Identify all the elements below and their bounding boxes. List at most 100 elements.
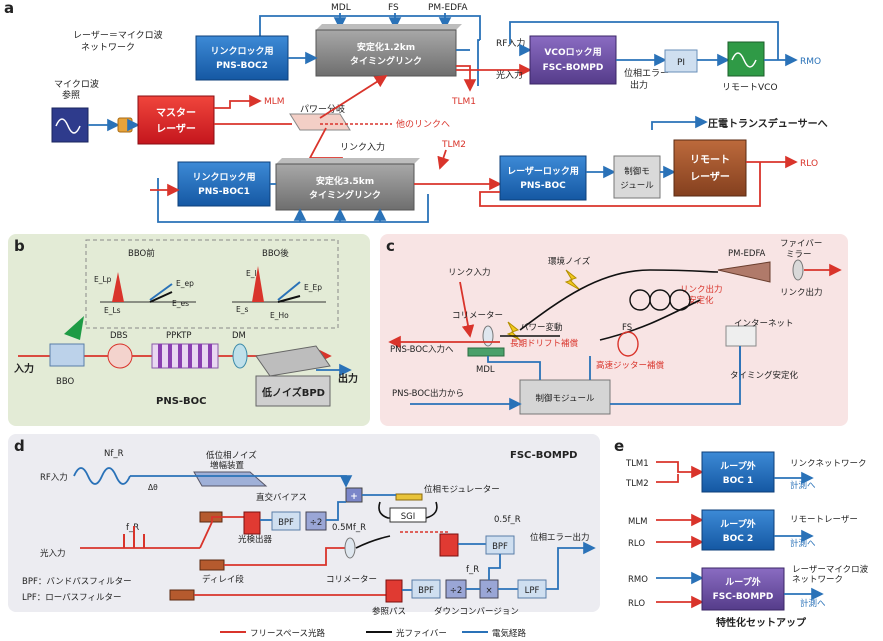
amp-line1: 低位相ノイズ [206,450,257,461]
before-blue-1 [149,283,173,301]
e-tlm1-label: TLM1 [625,459,649,469]
bpf-note: BPF：バンドパスフィルター [22,577,132,587]
split-to-link35 [308,127,343,162]
control-line2: ジュール [620,181,654,191]
e-fsc-line2: FSC-BOMPD [713,592,774,602]
top-label-pm-edfa: PM-EDFA [428,3,468,13]
before-bbo-label: BBO前 [128,248,155,259]
ref-pd-box [385,579,403,603]
after-bbo-label: BBO後 [262,248,289,259]
to-piezo [651,115,708,130]
phase-err-line1: 位相エラー [624,67,669,79]
e-ep-b-label: E_ep [176,279,194,288]
remote-vco-label: リモートVCO [722,83,778,93]
pi-box [664,49,698,73]
pns-boc1-box [177,161,271,207]
tlm2-label: TLM2 [441,140,466,150]
link-1-2km-box [315,29,457,77]
div2-label-2: ÷2 [450,586,463,596]
env-noise-label: 環境ノイズ [548,256,591,267]
hf-jitter-label: 高速ジッター補償 [596,360,665,371]
bpf-box-3 [411,579,441,599]
dbs-label: DBS [110,331,128,341]
link-output-label: リンク出力 [780,287,823,298]
e-rlo2-label: RLO [628,599,645,609]
link-net-label: リンクネットワーク [790,459,867,469]
top-label-mdl: MDL [331,3,351,13]
bbo-crystal [49,343,85,367]
link35-line1: 安定化3.5km [316,175,374,187]
bpf-label-1: BPF [278,518,294,528]
e-s-a-label: E_s [236,305,248,314]
vco-sine-icon [731,52,757,68]
tlm1-label: TLM1 [451,97,476,107]
sgi-box [389,507,427,523]
top-feedback-loop [259,15,481,40]
e-mlm-label: MLM [628,517,647,527]
fr-label: f_R [126,523,139,533]
tlm1-feed [477,39,480,86]
delta-theta-label: Δθ [148,483,158,492]
control-to-mdl [487,356,541,380]
control-module-box [613,155,661,199]
vco-lock-line2: FSC-BOMPD [543,63,604,73]
power-split-label: パワー分岐 [300,103,345,115]
splitter-block-2 [169,589,195,601]
control-to-internet [610,346,741,405]
lm-net-line2: ネットワーク [792,575,843,585]
dm-lens [232,343,248,369]
d-collimator-label: コリメーター [326,575,377,585]
bpd-box [255,375,331,407]
ppktp-stripes [158,344,212,368]
bottom-feedback-loop [157,178,429,223]
pm-edfa-label: PM-EDFA [728,249,766,259]
legend-fiber: 光ファイバー [396,628,447,639]
collimator-to-sgi [355,535,391,549]
link-3-5km-box [275,163,415,211]
measure3-label: 計測へ [800,598,826,609]
fiber-lower [599,299,701,341]
laser-lock-line2: PNS-BOC [520,181,566,191]
bpd-top [255,345,331,377]
e-ls-label: E_Ls [104,306,121,315]
fiber-mirror-line1: ファイバー [780,239,822,249]
rlo-label: RLO [800,159,818,169]
pi-label: PI [677,58,685,68]
other-links-label: 他のリンクへ [396,118,450,130]
delay-stage-label: ディレイ段 [202,574,244,585]
vco-lock-line1: VCOロック用 [544,47,601,58]
mdl-label: MDL [476,365,495,375]
bpd-label: 低ノイズBPD [261,386,325,399]
panel-d: d FSC-BOMPD RF入力 Nf_R Δθ 低位相ノイズ 増幅装置 + 位… [8,434,600,617]
e-rlo-label: RLO [628,539,645,549]
tlm1-to-boc1 [656,461,704,479]
panel-a-label: a [4,0,14,17]
e-caption: 特性化セットアップ [716,616,807,629]
boc-input-label: PNS-BOC入力へ [390,344,454,355]
d-optical-input-label: 光入力 [40,548,66,559]
rmo-label: RMO [800,57,821,67]
nfr-label: Nf_R [104,449,124,459]
bpf-to-mixer [488,554,501,580]
mw-ref-box [51,107,89,143]
mw-ref-label1: マイクロ波 [54,78,99,90]
fsc-bompd-title: FSC-BOMPD [510,450,577,461]
optical-to-pd [199,516,244,549]
lpf-to-output [546,541,596,590]
panel-c-bg [380,234,848,426]
panel-a: a レーザー＝マイクロ波 ネットワーク MDL FS PM-EDFA リンクロッ… [4,0,828,223]
remote-vco-box [727,41,765,77]
legend-free-space: フリースペース光路 [250,628,326,639]
fr2-label: f_R [466,565,479,575]
internet-label: インターネット [734,319,794,329]
pns-boc-caption: PNS-BOC [156,396,207,407]
long-drift-label: 長期ドリフト補償 [510,338,579,349]
master-laser-box [137,95,215,145]
lpf-label: LPF [525,586,540,596]
panel-d-label: d [14,437,25,455]
link35-line2: タイミングリンク [309,189,381,201]
pns-boc1-line2: PNS-BOC1 [198,187,250,197]
link12-line2: タイミングリンク [350,55,422,67]
master-laser-line2: レーザー [156,123,196,135]
